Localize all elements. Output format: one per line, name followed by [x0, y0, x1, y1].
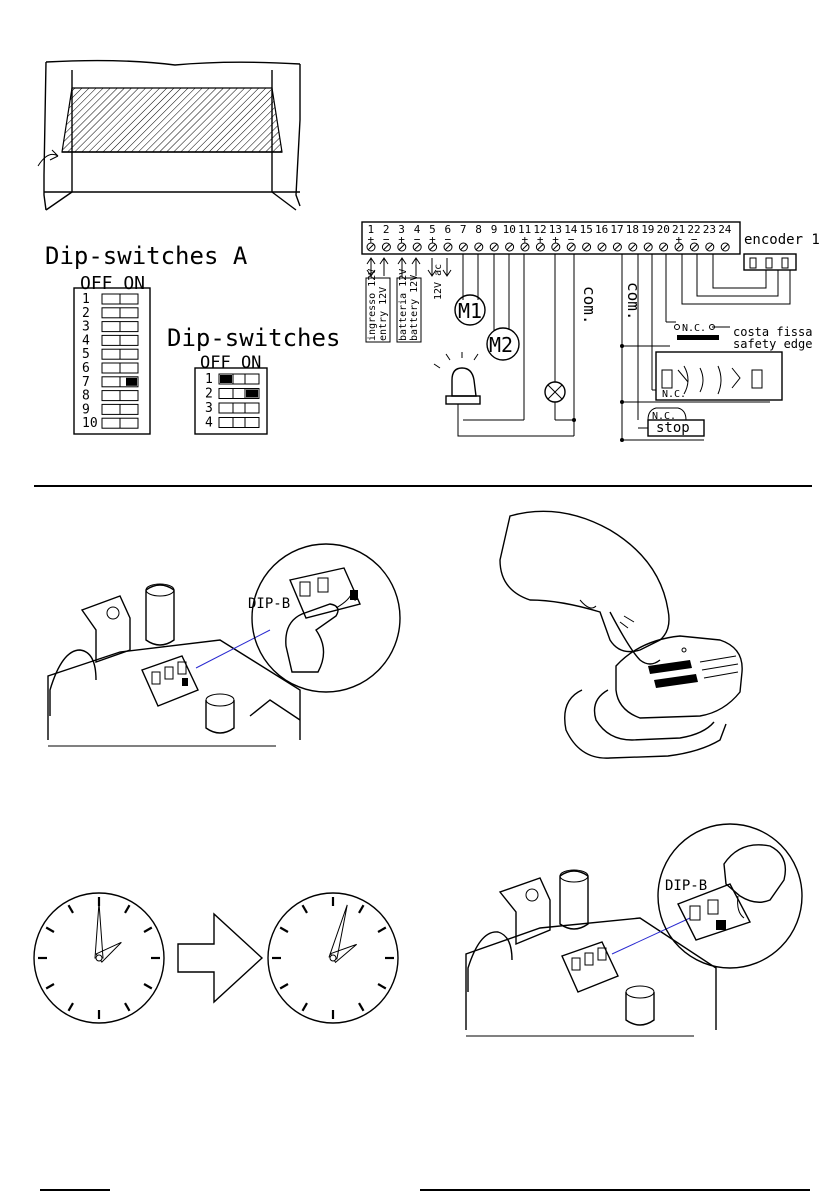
dip-a-off-on: OFF ON	[80, 273, 145, 294]
terminal-number: 23	[703, 223, 716, 236]
ac-arrow-down-icon-2	[443, 258, 451, 276]
dip-a-title: Dip-switches A	[45, 242, 248, 270]
terminal-number: 8	[475, 223, 482, 236]
com-label-2: com.	[624, 282, 643, 321]
terminal-number: 10	[503, 223, 516, 236]
terminal-number: 9	[491, 223, 498, 236]
dip-b-off-marker	[220, 375, 232, 383]
dip-b-switch	[219, 403, 259, 413]
hand-icon-2	[500, 511, 669, 651]
m1-label: M1	[458, 299, 482, 323]
dip-b-row-number: 2	[205, 387, 213, 402]
dip-b-off-on: OFF ON	[200, 353, 261, 373]
dip-a-row-number: 3	[82, 320, 90, 335]
dip-b-title: Dip-switches	[167, 324, 340, 352]
dip-a-row-number: 7	[82, 375, 90, 390]
encoder-label: encoder 1	[744, 232, 820, 248]
dip-b-row-number: 1	[205, 372, 213, 387]
batteria-label: batteria 12V	[398, 269, 409, 341]
dip-a-row-number: 5	[82, 347, 90, 362]
hand-icon-3	[724, 845, 785, 902]
terminal-number: 18	[626, 223, 639, 236]
flashing-light-icon	[434, 352, 480, 404]
dip-a-row-number: 10	[82, 416, 98, 431]
com-label-1: com.	[580, 286, 599, 325]
rotate-arrow-icon	[38, 150, 58, 166]
remote-body	[565, 690, 726, 758]
remote-press-illustration	[500, 511, 742, 758]
stop-label: stop	[656, 420, 690, 436]
dip-a-row-number: 4	[82, 333, 90, 348]
m2-label: M2	[489, 333, 513, 357]
vac-label: 12V ac	[433, 264, 444, 300]
clock-before-icon	[34, 893, 164, 1023]
battery-arrow-icon-2	[412, 258, 420, 276]
entry-label: entry 12V	[378, 287, 389, 341]
safety-edge-label: safety edge	[733, 337, 812, 351]
clock-after-icon	[268, 893, 398, 1023]
battery-label: battery 12V	[409, 275, 420, 341]
nc-label-1: N.C.	[682, 323, 706, 334]
hatched-gate	[62, 88, 282, 152]
zoom-circle-2	[658, 824, 802, 968]
hand-icon	[286, 604, 338, 672]
zoom-line-2	[612, 918, 690, 954]
board-dip-b-illustration-1: DIP-B 4	[48, 544, 400, 746]
dip-a-row-number: 6	[82, 361, 90, 376]
terminal-number: 17	[610, 223, 623, 236]
terminal-number: 19	[641, 223, 654, 236]
dip-b-row-number: 3	[205, 401, 213, 416]
safety-edge-bar	[677, 335, 719, 340]
ingresso-label: ingresso 12V	[367, 269, 378, 341]
dip-a-row-number: 8	[82, 389, 90, 404]
dip-b-on-marker	[246, 390, 258, 398]
terminal-number: 7	[460, 223, 467, 236]
clocks-illustration	[34, 893, 398, 1023]
zoom-circle	[252, 544, 400, 692]
dip-a-on-marker	[126, 378, 137, 386]
terminal-number: 24	[718, 223, 732, 236]
dip-a-row-number: 9	[82, 402, 90, 417]
terminal-number: 20	[657, 223, 670, 236]
board-dip-b-illustration-2: DIP-B	[466, 824, 802, 1036]
entry-arrow-icon	[380, 258, 388, 276]
arrow-right-icon	[178, 914, 262, 1002]
dip-b-label-2: DIP-B	[665, 878, 707, 894]
dip-a-row-number: 2	[82, 306, 90, 321]
dip-a-row-number: 1	[82, 292, 90, 307]
dip-b-row-number: 4	[205, 416, 213, 431]
nc-label-2: N.C.	[662, 389, 686, 400]
gate-illustration	[38, 61, 300, 210]
dip-b-switch	[219, 418, 259, 428]
terminal-number: 16	[595, 223, 608, 236]
terminal-number: 15	[580, 223, 593, 236]
